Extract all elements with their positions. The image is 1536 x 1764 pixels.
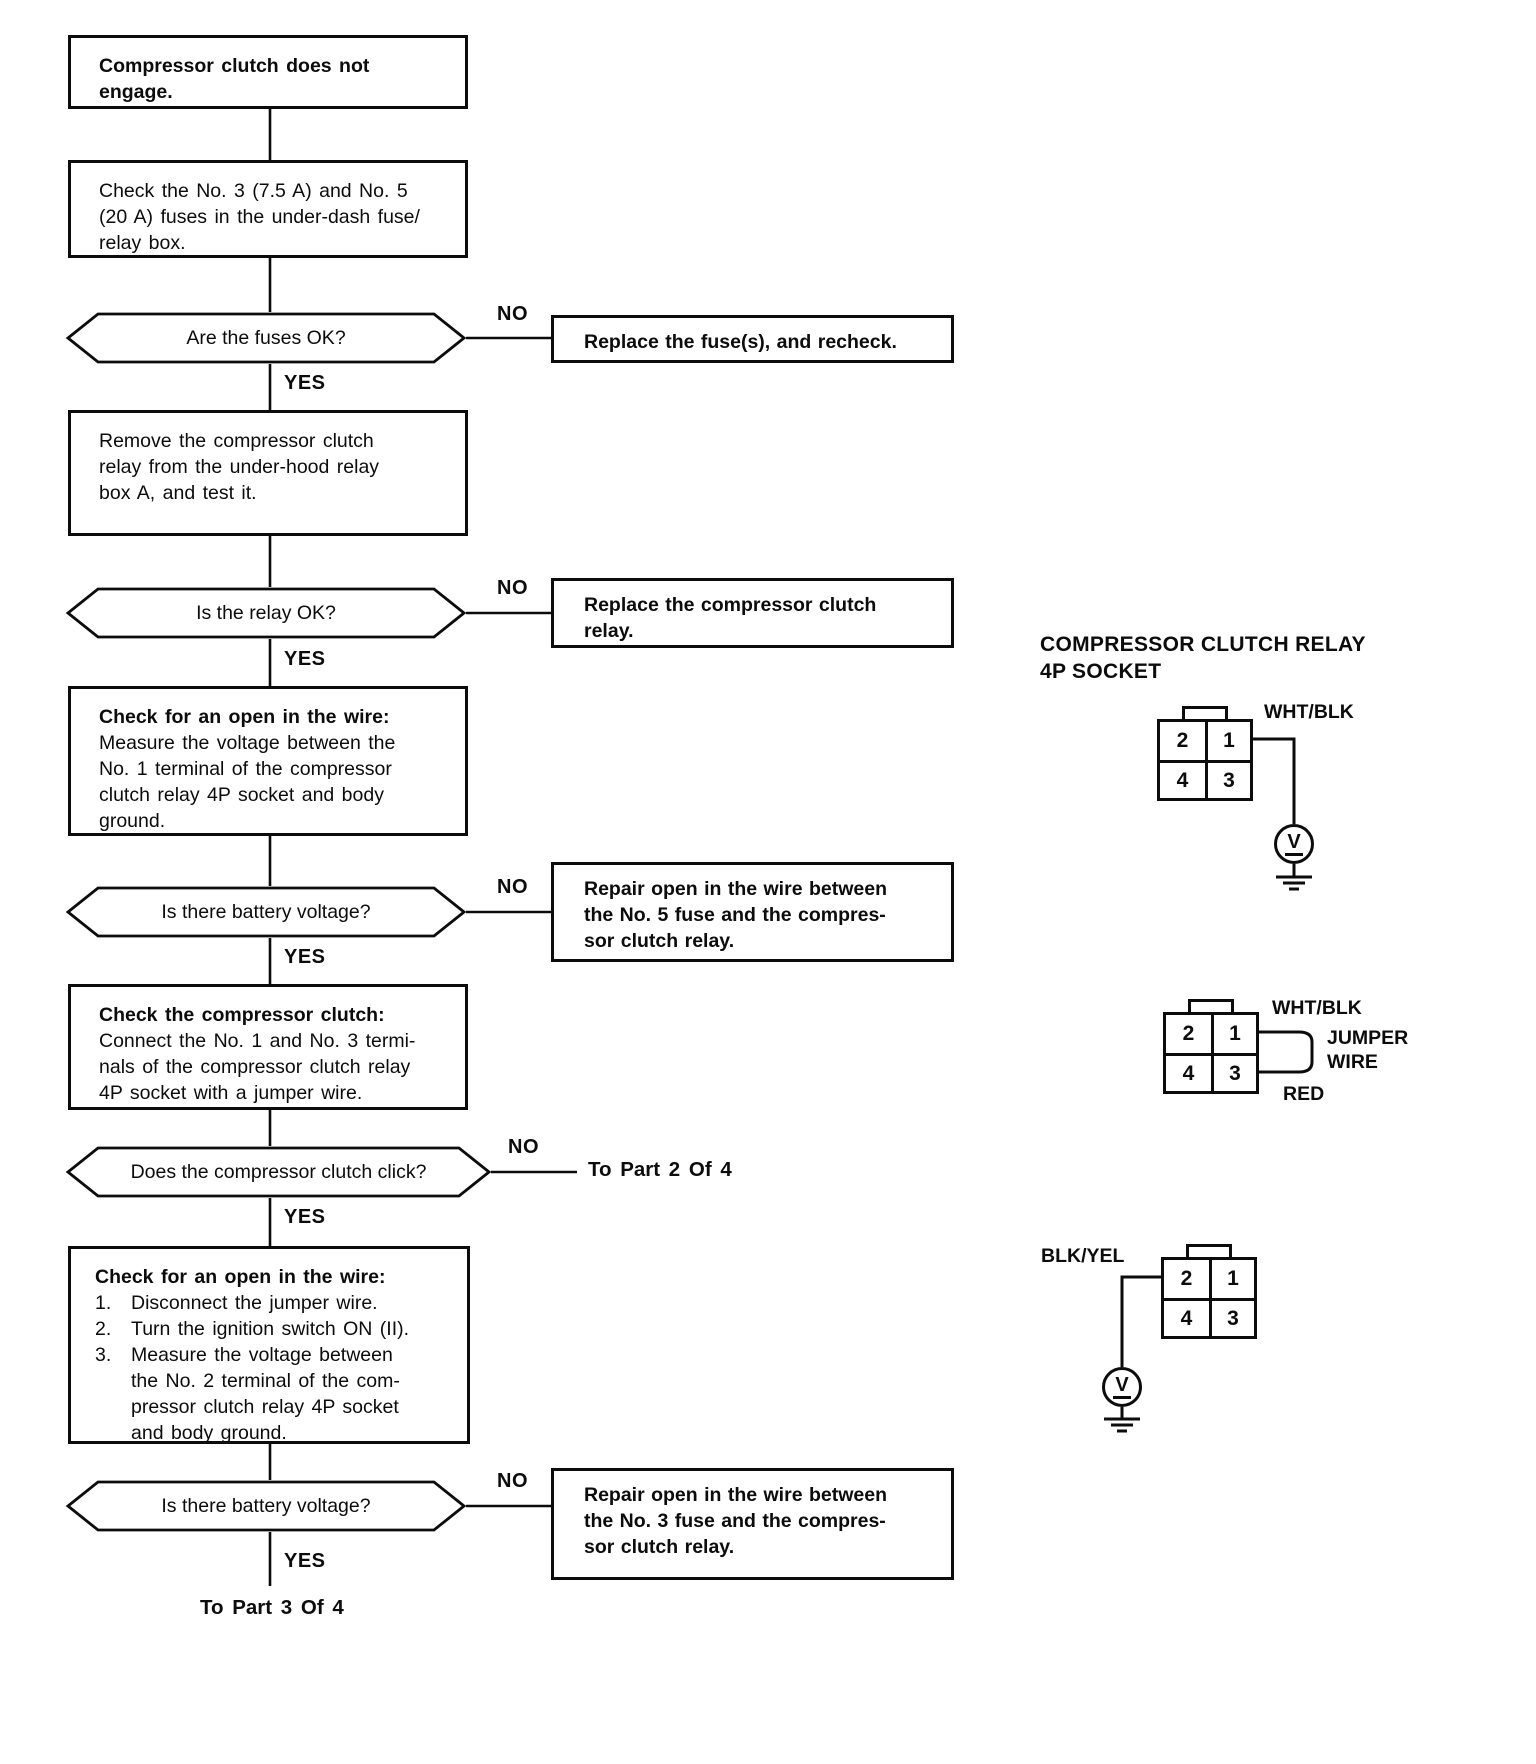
replace-relay-action-box: Replace the compressor clutch relay. xyxy=(551,578,954,648)
socket-pin-3: 3 xyxy=(1205,760,1250,798)
start-box: Compressor clutch does not engage. xyxy=(68,35,468,109)
socket-tab xyxy=(1188,999,1234,1015)
step-number: 3. xyxy=(95,1344,112,1366)
wire-color-label: WHT/BLK xyxy=(1264,701,1354,723)
jumper-wire-bracket xyxy=(1256,1030,1314,1074)
goto-part3-text: To Part 3 Of 4 xyxy=(200,1596,344,1619)
yes-label: YES xyxy=(284,1206,326,1228)
socket3-test-wire xyxy=(1120,1275,1161,1367)
hexagon-outline xyxy=(66,1146,491,1198)
yes-label: YES xyxy=(284,648,326,670)
no-label: NO xyxy=(508,1136,539,1158)
numbered-step: 1. Disconnect the jumper wire. xyxy=(95,1290,453,1316)
voltmeter-icon: V xyxy=(1102,1367,1142,1407)
step-text: Disconnect the jumper wire. xyxy=(131,1292,378,1314)
check-compressor-clutch-box: Check the compressor clutch: Connect the… xyxy=(68,984,468,1110)
numbered-step: 3. Measure the voltage between the No. 2 … xyxy=(95,1342,453,1446)
decision-fuses-ok: Are the fuses OK? xyxy=(66,312,466,364)
jumper-wire-color-label: RED xyxy=(1283,1083,1325,1105)
repair-open-no5-action-box: Repair open in the wire between the No. … xyxy=(551,862,954,962)
repair-open-no3-action-box: Repair open in the wire between the No. … xyxy=(551,1468,954,1580)
box-title: Check the compressor clutch: xyxy=(99,1004,385,1026)
decision-question: Is there battery voltage? xyxy=(161,1494,371,1517)
socket-pin-3: 3 xyxy=(1209,1298,1254,1336)
yes-label: YES xyxy=(284,372,326,394)
no-label: NO xyxy=(497,577,528,599)
wire-color-label: BLK/YEL xyxy=(1041,1245,1125,1267)
decision-clutch-click: Does the compressor clutch click? xyxy=(66,1146,491,1198)
socket-pin-1: 1 xyxy=(1209,1260,1254,1298)
wire-color-label: WHT/BLK xyxy=(1272,997,1362,1019)
step-text: Turn the ignition switch ON (II). xyxy=(131,1318,410,1340)
box-title: Check for an open in the wire: xyxy=(95,1266,386,1288)
check-fuses-box: Check the No. 3 (7.5 A) and No. 5 (20 A)… xyxy=(68,160,468,258)
socket-pin-2: 2 xyxy=(1182,1022,1195,1045)
voltmeter-symbol: V xyxy=(1285,832,1303,856)
box-body: Connect the No. 1 and No. 3 termi- nals … xyxy=(99,1030,416,1104)
hexagon-outline xyxy=(66,1480,466,1532)
voltmeter-icon: V xyxy=(1274,824,1314,864)
decision-question: Is there battery voltage? xyxy=(161,900,371,923)
decision-battery-voltage-2: Is there battery voltage? xyxy=(66,1480,466,1532)
socket-pin-4: 4 xyxy=(1166,1053,1211,1091)
step-text: Measure the voltage between the No. 2 te… xyxy=(131,1344,400,1444)
socket-pin-2: 2 xyxy=(1176,729,1189,752)
no-label: NO xyxy=(497,303,528,325)
decision-relay-ok: Is the relay OK? xyxy=(66,587,466,639)
socket-tab xyxy=(1182,706,1228,722)
hexagon-outline xyxy=(66,312,466,364)
socket-pin-2: 2 xyxy=(1180,1267,1193,1290)
box-body: Measure the voltage between the No. 1 te… xyxy=(99,732,396,832)
hexagon-outline xyxy=(66,886,466,938)
socket-panel-heading: COMPRESSOR CLUTCH RELAY 4P SOCKET xyxy=(1040,633,1366,683)
socket-pin-4: 4 xyxy=(1160,760,1205,798)
jumper-wire-label: JUMPER WIRE xyxy=(1327,1027,1409,1073)
numbered-step: 2. Turn the ignition switch ON (II). xyxy=(95,1316,453,1342)
remove-relay-box: Remove the compressor clutch relay from … xyxy=(68,410,468,536)
socket-pin-4: 4 xyxy=(1164,1298,1209,1336)
socket-tab xyxy=(1186,1244,1232,1260)
voltmeter-symbol: V xyxy=(1113,1375,1131,1399)
decision-question: Is the relay OK? xyxy=(196,601,336,624)
socket-pin-1: 1 xyxy=(1211,1015,1256,1053)
socket-pin-3: 3 xyxy=(1211,1053,1256,1091)
step-number: 1. xyxy=(95,1292,112,1314)
check-open-wire-no2-box: Check for an open in the wire: 1. Disconne… xyxy=(68,1246,470,1444)
decision-question: Are the fuses OK? xyxy=(186,326,346,349)
no-label: NO xyxy=(497,876,528,898)
yes-label: YES xyxy=(284,946,326,968)
replace-fuses-action-box: Replace the fuse(s), and recheck. xyxy=(551,315,954,363)
hexagon-outline xyxy=(66,587,466,639)
box-title: Check for an open in the wire: xyxy=(99,706,390,728)
goto-part2-text: To Part 2 Of 4 xyxy=(588,1158,732,1181)
check-open-wire-no1-box: Check for an open in the wire: Measure t… xyxy=(68,686,468,836)
socket-pin-1: 1 xyxy=(1205,722,1250,760)
socket1-test-wire xyxy=(1253,737,1296,824)
decision-question: Does the compressor clutch click? xyxy=(130,1160,427,1183)
step-number: 2. xyxy=(95,1318,112,1340)
yes-label: YES xyxy=(284,1550,326,1572)
decision-battery-voltage-1: Is there battery voltage? xyxy=(66,886,466,938)
no-label: NO xyxy=(497,1470,528,1492)
